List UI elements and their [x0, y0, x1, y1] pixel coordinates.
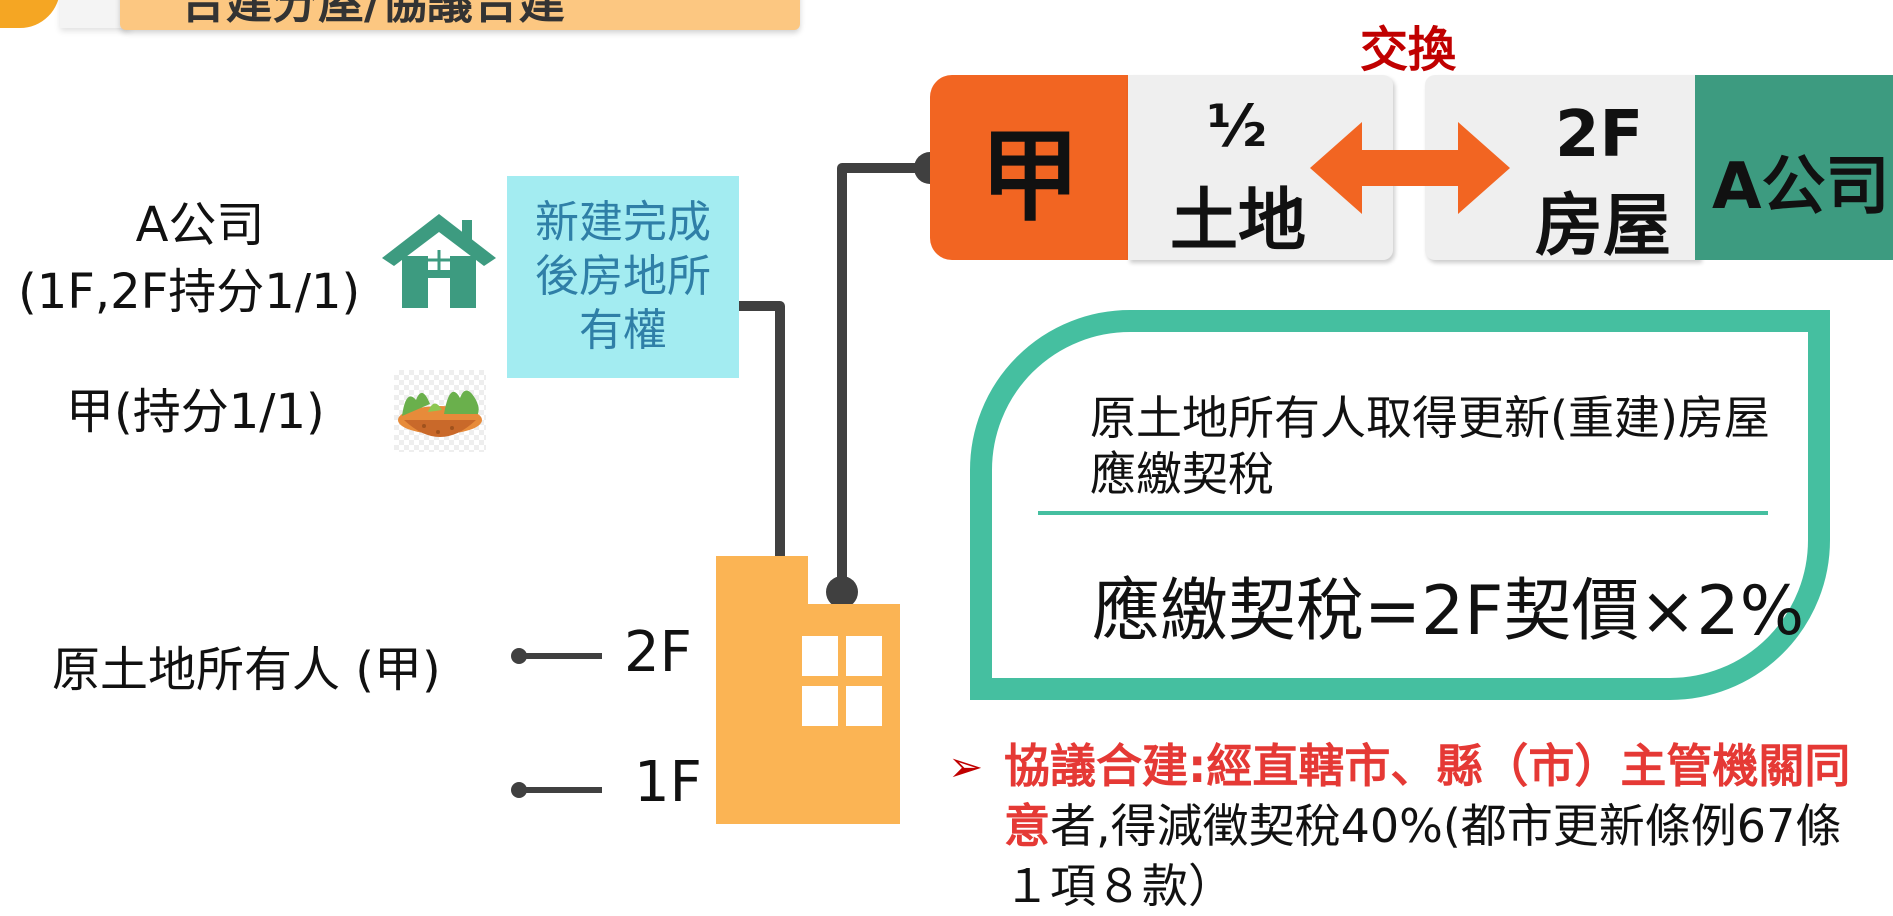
- tax-description: 原土地所有人取得更新(重建)房屋應繳契稅: [1090, 391, 1770, 501]
- tax-reduction-note: 協議合建:經直轄市、縣（市）主管機關同意者,得減徵契稅40%(都市更新條例67條…: [1004, 736, 1884, 916]
- title-corner-decoration: [0, 0, 60, 28]
- tax-divider: [1038, 511, 1768, 515]
- title-side-decoration: [60, 0, 130, 28]
- party-jia-label: 甲: [980, 118, 1080, 235]
- double-arrow-icon: [1310, 122, 1510, 214]
- exchange-label: 交換: [1360, 22, 1457, 78]
- tax-formula: 應繳契稅=2F契價×2%: [1092, 572, 1805, 651]
- page-title: 合建分屋/協議合建: [180, 0, 800, 26]
- party-a-company-label: A公司: [1712, 150, 1890, 224]
- original-owner-label: 原土地所有人 (甲): [52, 642, 441, 698]
- party-jia-block: 甲: [930, 75, 1130, 260]
- title-banner: [120, 0, 800, 30]
- newbuild-ownership-box: 新建完成後房地所有權: [507, 176, 739, 378]
- house-item-label: 房屋: [1535, 187, 1672, 266]
- jia-share-label: 甲(持分1/1): [66, 384, 325, 440]
- building-icon: [716, 556, 900, 824]
- land-item-label: 土地: [1170, 182, 1307, 261]
- land-icon: [394, 370, 486, 452]
- party-a-company-block: [1695, 75, 1893, 260]
- floor-1f-label: 1F: [634, 750, 702, 815]
- a-company-label: A公司: [135, 197, 265, 253]
- floor-2f-label: 2F: [624, 620, 692, 685]
- arrow-bullet-icon: ➢: [948, 742, 984, 791]
- a-company-share-label: (1F,2F持分1/1): [18, 264, 361, 320]
- house-icon: [382, 214, 496, 308]
- newbuild-ownership-text: 新建完成後房地所有權: [535, 197, 711, 356]
- note-rest-text: 者,得減徵契稅40%(都市更新條例67條１項８款）: [1004, 799, 1842, 913]
- half-fraction-label: ½: [1207, 92, 1268, 160]
- note-highlight-text: 協議合建:經直轄市、縣（市）主管機關同意: [1004, 739, 1851, 853]
- house-floor-label: 2F: [1555, 98, 1644, 172]
